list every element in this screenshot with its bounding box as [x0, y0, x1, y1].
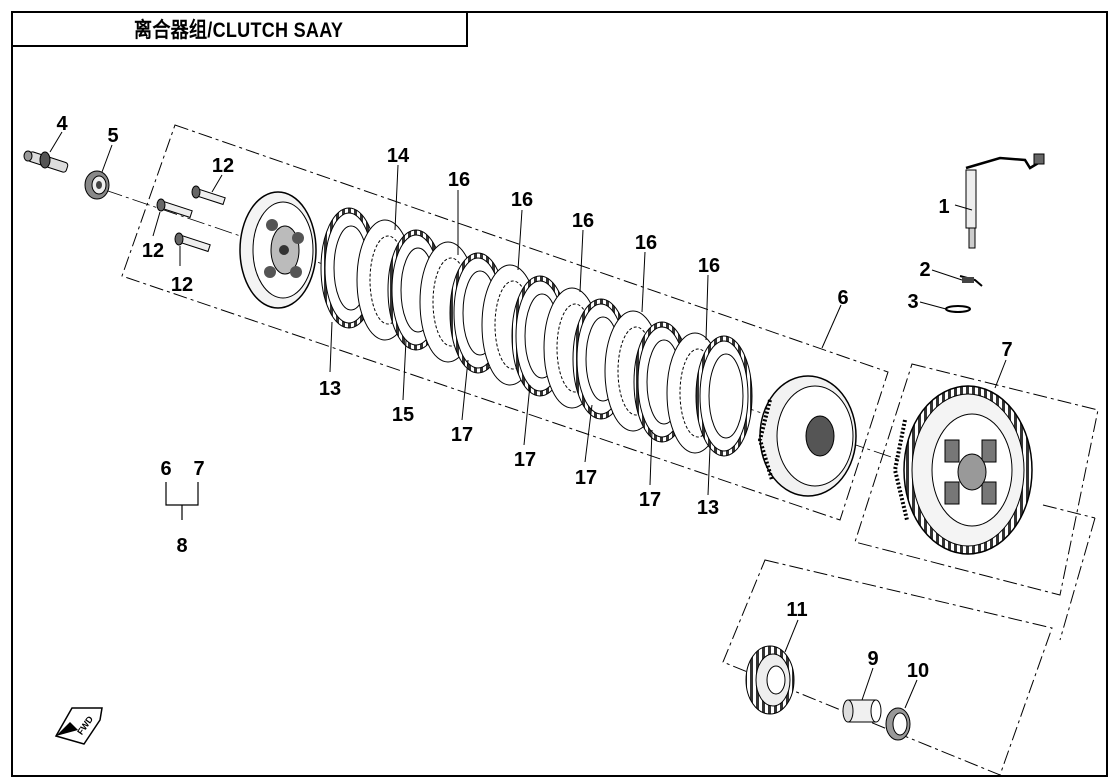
- callout-12-top: 12: [212, 155, 234, 177]
- pressure-plate: [239, 191, 317, 309]
- clutch-housing: [892, 385, 1033, 555]
- group-box-6: [121, 124, 889, 521]
- forward-arrow-icon: FWD: [54, 707, 103, 745]
- part-9-sleeve: [842, 699, 882, 723]
- callout-12-low: 12: [171, 274, 193, 296]
- callout-17-c: 17: [575, 467, 597, 489]
- part-12-bolt-mid: [156, 198, 193, 219]
- part-11-gear: [745, 645, 795, 715]
- part-12-bolt-low: [174, 232, 211, 253]
- outer-border: [11, 11, 1108, 777]
- part-5-bearing: [84, 170, 110, 200]
- connector-7-gear-2: [1059, 517, 1096, 641]
- part-12-bolt-top: [191, 185, 226, 206]
- callout-8-legend: 8: [176, 535, 187, 557]
- part-2-pin: [959, 275, 983, 287]
- callout-11: 11: [786, 599, 807, 621]
- connector-7-gear: [1042, 504, 1096, 519]
- group-box-gear: [722, 559, 1053, 776]
- callout-6-legend: 6: [160, 458, 171, 480]
- callout-5: 5: [107, 125, 118, 147]
- callout-15: 15: [392, 404, 414, 426]
- part-3-oring: [945, 305, 971, 313]
- group-box-7: [854, 363, 1099, 596]
- callout-4: 4: [56, 113, 68, 135]
- callout-17-b: 17: [514, 449, 536, 471]
- callout-13-right: 13: [697, 497, 719, 519]
- callout-16-c: 16: [572, 210, 594, 232]
- legend-bracket: [165, 482, 199, 520]
- callout-6-group: 6: [837, 287, 848, 309]
- callout-7-legend: 7: [193, 458, 204, 480]
- leader-lines: [49, 131, 1007, 709]
- page-title: 离合器组/CLUTCH SAAY: [134, 18, 344, 42]
- callout-9: 9: [867, 648, 878, 670]
- callout-16-e: 16: [698, 255, 720, 277]
- title-box: 离合器组/CLUTCH SAAY: [12, 12, 468, 47]
- callout-16-d: 16: [635, 232, 657, 254]
- callout-17-d: 17: [639, 489, 661, 511]
- callout-16-a: 16: [448, 169, 470, 191]
- callout-7-group: 7: [1001, 339, 1012, 361]
- callout-3: 3: [907, 291, 918, 313]
- callout-12-mid: 12: [142, 240, 164, 262]
- callout-13-left: 13: [319, 378, 341, 400]
- callout-17-a: 17: [451, 424, 473, 446]
- callout-2: 2: [919, 259, 930, 281]
- callout-14: 14: [387, 145, 410, 167]
- part-10-bushing: [885, 707, 911, 741]
- part-1-release-shaft: [965, 153, 1045, 249]
- callout-1: 1: [938, 196, 949, 218]
- callout-16-b: 16: [511, 189, 533, 211]
- part-4-release-rod: [23, 150, 69, 173]
- disc-13-right: [695, 335, 753, 457]
- callout-10: 10: [907, 660, 929, 682]
- clutch-hub: [757, 375, 857, 497]
